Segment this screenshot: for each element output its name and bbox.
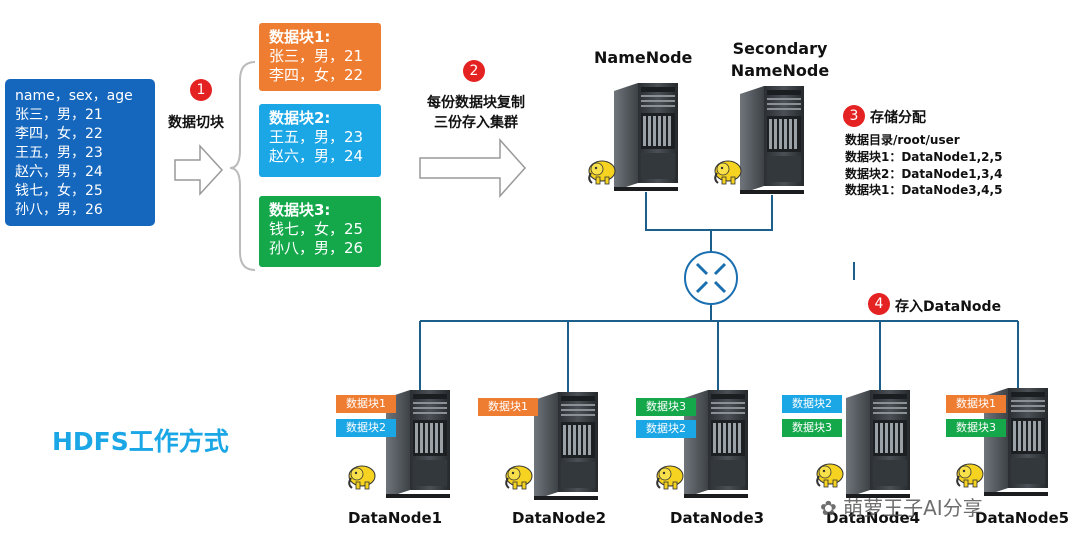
watermark-text: 萌萝王子AI分享 (843, 496, 983, 520)
storage-info-line: 数据块2：DataNode1,3,4 (845, 167, 1003, 181)
datanode2-label: DataNode2 (512, 509, 607, 527)
source-header: name，sex，age (15, 88, 133, 104)
hadoop-elephant-icon (714, 160, 742, 185)
hadoop-elephant-icon (505, 465, 533, 490)
step4-label: 存入DataNode (895, 299, 1002, 315)
datanode3-tag: 数据块2 (636, 420, 696, 438)
step3-badge: 3 (843, 105, 865, 127)
step2-label-line1: 每份数据块复制 (427, 95, 525, 111)
datanode4-label: DataNode4 (826, 509, 921, 527)
step1-label: 数据切块 (168, 115, 224, 131)
storage-info-line: 数据目录/root/user (845, 133, 960, 147)
wechat-icon: ✿ (820, 496, 844, 520)
datanode4-server-icon (846, 390, 910, 498)
source-row: 赵六，男，24 (15, 164, 103, 180)
step4-badge: 4 (868, 293, 890, 315)
namenode-label: NameNode (594, 48, 693, 67)
block-row: 赵六，男，24 (269, 147, 364, 165)
datanode4-tag: 数据块2 (782, 395, 842, 413)
hadoop-elephant-icon (816, 463, 844, 488)
diagram-title: HDFS工作方式 (52, 427, 229, 456)
block-title: 数据块1: (269, 28, 331, 46)
source-data-box: name，sex，age 张三，男，21 李四，女，22 王五，男，23 赵六，… (5, 79, 155, 226)
datanode5-tag: 数据块1 (946, 395, 1006, 413)
hadoop-elephant-icon (956, 463, 984, 488)
secondary-namenode-label: Secondary NameNode (730, 38, 830, 82)
hadoop-elephant-icon (348, 465, 376, 490)
brace-icon (229, 61, 256, 271)
datanode1-label: DataNode1 (348, 509, 443, 527)
step3-label: 存储分配 (870, 110, 926, 126)
block-row: 张三，男，21 (269, 47, 364, 65)
hadoop-elephant-icon (656, 465, 684, 490)
block-row: 孙八，男，26 (269, 239, 364, 257)
datanode1-tag: 数据块2 (336, 419, 396, 437)
arrow-replicate-icon (419, 138, 527, 198)
block-title: 数据块3: (269, 201, 331, 219)
datanode2-tag: 数据块1 (478, 398, 538, 416)
datanode3-tag: 数据块3 (636, 398, 696, 416)
block-row: 王五，男，23 (269, 128, 364, 146)
block3-box: 数据块3: 钱七，女，25 孙八，男，26 (259, 196, 381, 267)
source-row: 李四，女，22 (15, 126, 103, 142)
source-row: 王五，男，23 (15, 145, 103, 161)
secondary-namenode-server-icon (740, 86, 804, 194)
block2-box: 数据块2: 王五，男，23 赵六，男，24 (259, 104, 381, 177)
step2-label-line2: 三份存入集群 (434, 115, 518, 131)
block1-box: 数据块1: 张三，男，21 李四，女，22 (259, 23, 381, 91)
storage-info-line: 数据块1：DataNode1,2,5 (845, 150, 1003, 164)
datanode2-server-icon (534, 392, 598, 500)
step2-label: 每份数据块复制 三份存入集群 (420, 92, 532, 132)
namenode-server-icon (614, 83, 678, 191)
datanode1-tag: 数据块1 (336, 395, 396, 413)
step2-badge: 2 (463, 60, 485, 82)
block-title: 数据块2: (269, 109, 331, 127)
block-row: 钱七，女，25 (269, 220, 364, 238)
secondary-line1: Secondary (732, 39, 828, 58)
router-icon (684, 251, 738, 305)
watermark: ✿ 萌萝王子AI分享 (820, 492, 983, 521)
hadoop-elephant-icon (588, 160, 616, 185)
network-lines (419, 192, 1019, 395)
source-row: 钱七，女，25 (15, 183, 103, 199)
datanode5-label: DataNode5 (975, 509, 1070, 527)
source-row: 张三，男，21 (15, 107, 103, 123)
arrow-split-icon (174, 144, 224, 196)
datanode4-tag: 数据块3 (782, 419, 842, 437)
storage-info-line: 数据块1：DataNode3,4,5 (845, 183, 1003, 197)
datanode5-tag: 数据块3 (946, 419, 1006, 437)
source-row: 孙八，男，26 (15, 202, 103, 218)
datanode3-label: DataNode3 (670, 509, 765, 527)
secondary-line2: NameNode (730, 61, 830, 80)
step1-badge: 1 (190, 79, 212, 101)
block-row: 李四，女，22 (269, 66, 364, 84)
